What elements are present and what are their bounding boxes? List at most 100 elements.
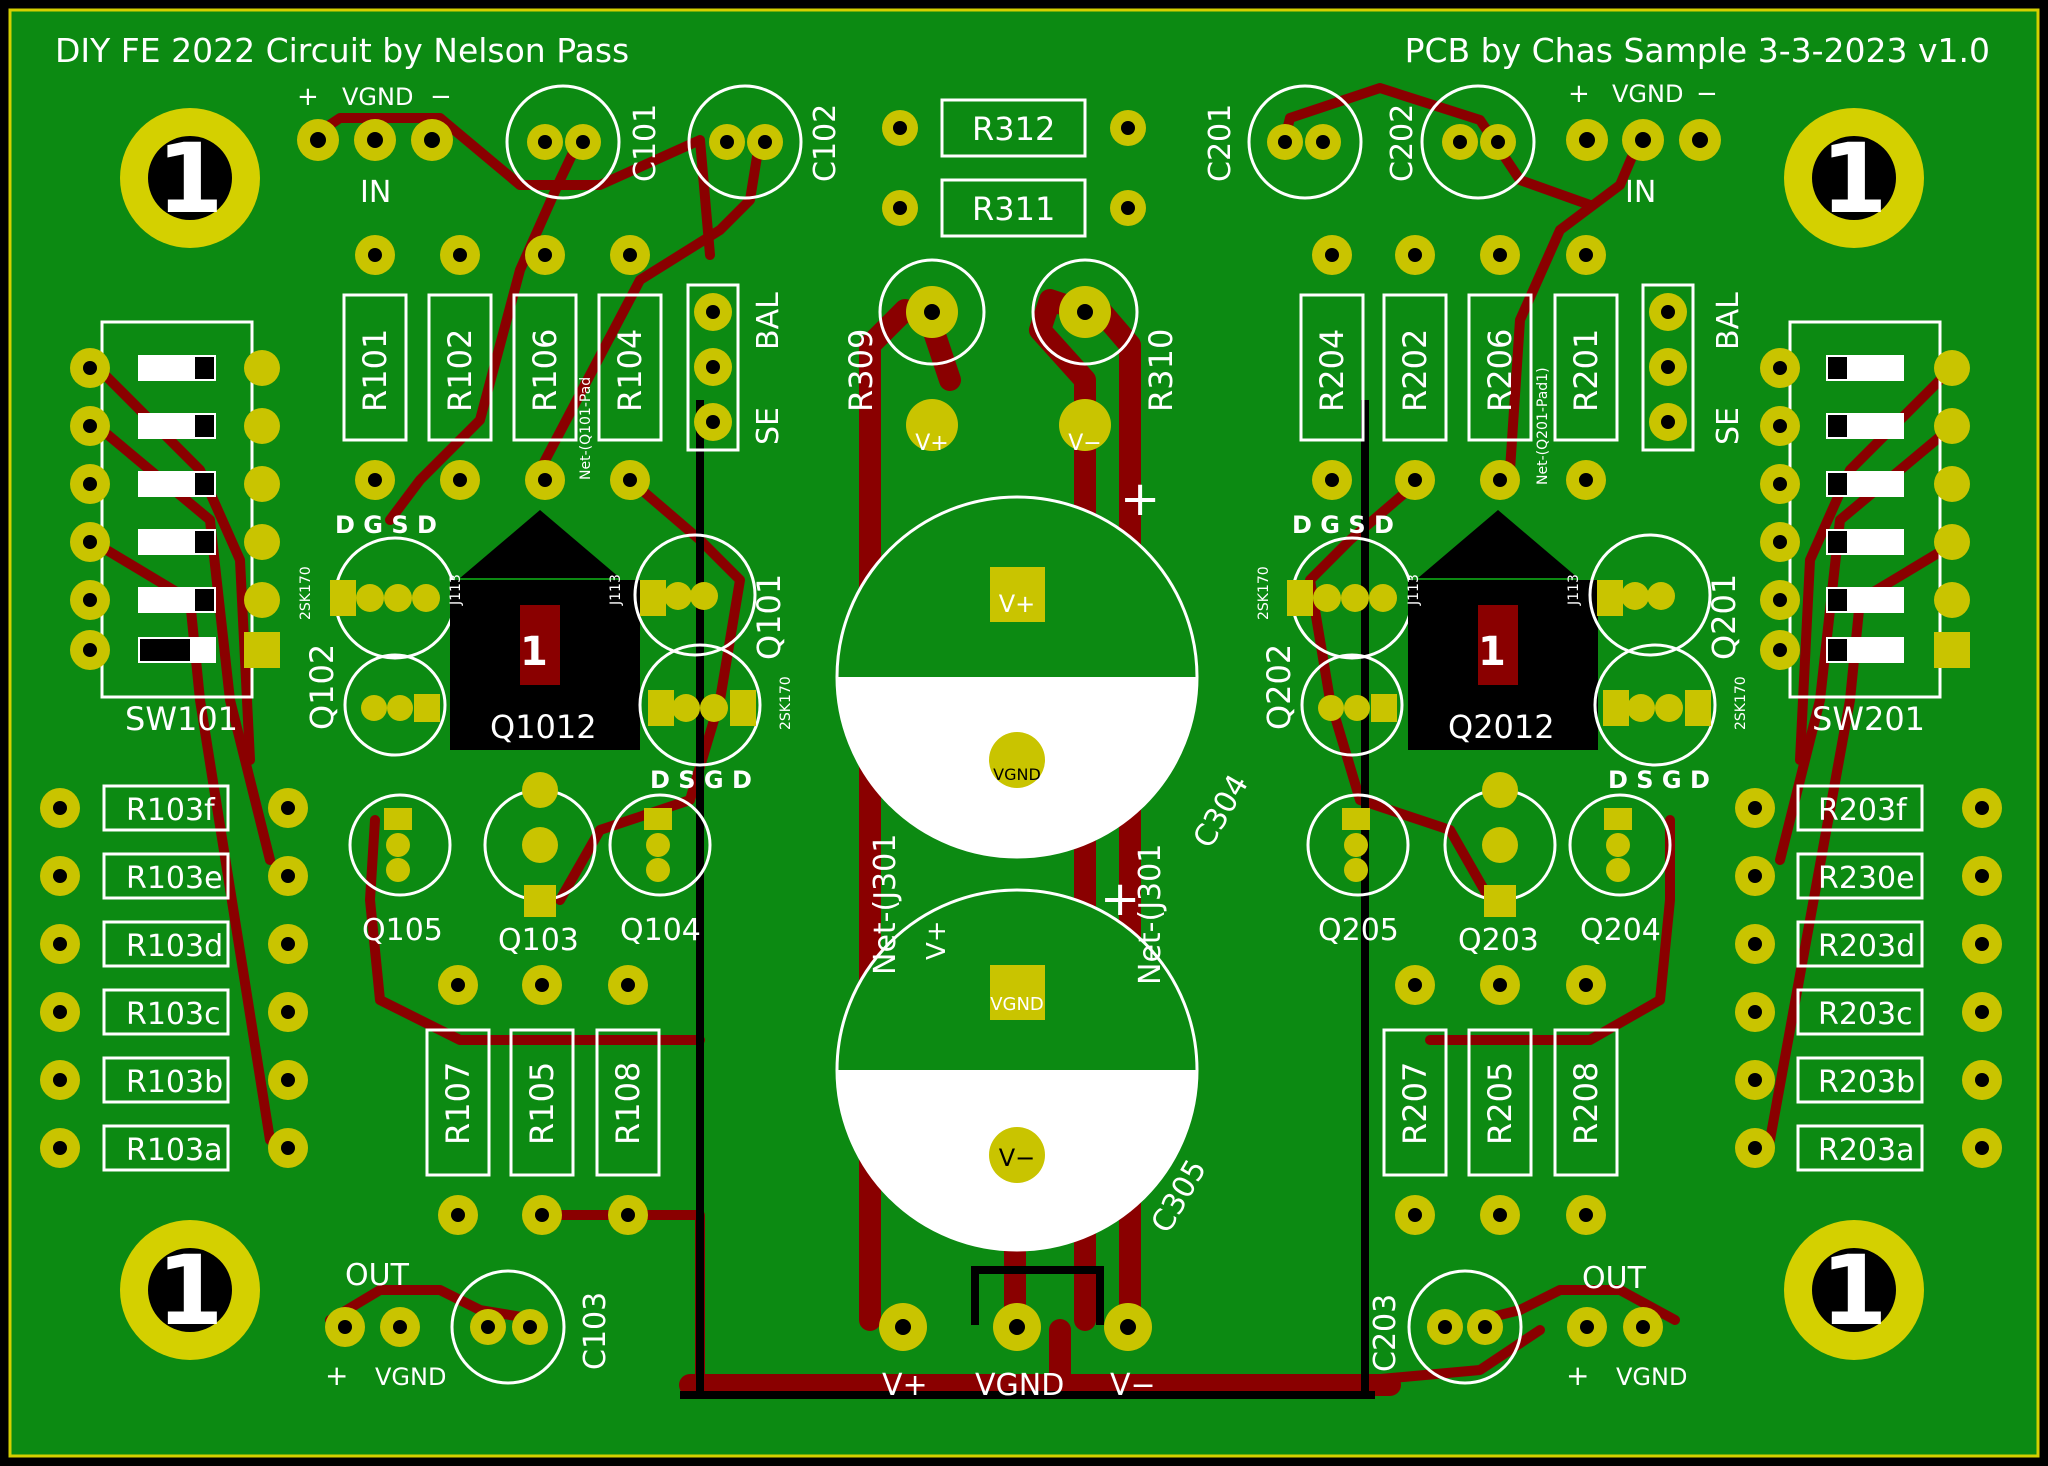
svg-text:V+: V+ [999,590,1036,618]
resistor-r203b: R203b [1735,1056,2002,1104]
resistor-r103c: R103c [40,988,308,1036]
svg-text:R309: R309 [842,329,880,412]
cap-c103: C103 [450,1269,613,1385]
mount-hole-bottom-right: 1 [1784,1220,1924,1360]
right-net-label: Net-(Q201-Pad1) [1535,367,1551,485]
power-input-connector[interactable]: V+ VGND V− [879,1303,1156,1403]
svg-text:+: + [297,82,319,112]
vplus-trace-label: V+ [922,920,952,960]
svg-text:2SK170: 2SK170 [1733,676,1749,730]
resistor-r103d: R103d [40,920,308,968]
svg-text:Q101: Q101 [750,574,788,660]
svg-text:1: 1 [157,123,224,235]
svg-text:1: 1 [157,1235,224,1347]
svg-text:D G S D: D G S D [1292,511,1394,539]
svg-text:C201: C201 [1203,104,1238,182]
resistor-r204: R204 [1299,235,1365,500]
svg-text:Q1012: Q1012 [490,708,597,746]
cap-c202: C202 [1385,84,1536,200]
svg-text:IN: IN [1625,175,1656,210]
cap-c305: VGND V− + C305 [835,871,1214,1252]
svg-text:SE: SE [751,407,786,445]
right-se-bal-jumper[interactable]: BAL SE [1641,283,1746,452]
svg-text:R203f: R203f [1818,793,1908,828]
resistor-r203d: R203d [1735,920,2002,968]
svg-text:R311: R311 [972,190,1055,228]
svg-text:V+: V+ [882,1368,928,1403]
svg-text:VGND: VGND [1612,80,1683,108]
cap-c101: C101 [505,84,663,200]
net-label-j301-right: Net-(J301 [1133,844,1168,985]
svg-text:R203a: R203a [1818,1133,1915,1168]
cap-c304: V+ VGND + C304 [835,471,1256,859]
svg-text:OUT: OUT [1582,1261,1647,1296]
net-label-j301-left: Net-(J301 [868,834,903,975]
svg-text:IN: IN [360,175,391,210]
svg-text:R230e: R230e [1818,861,1915,896]
svg-text:Q204: Q204 [1580,913,1661,948]
svg-text:Q202: Q202 [1260,644,1298,730]
svg-text:C103: C103 [578,1292,613,1370]
svg-text:Q203: Q203 [1458,923,1539,958]
resistor-r207: R207 [1382,965,1448,1235]
svg-text:R207: R207 [1396,1062,1434,1145]
svg-text:R208: R208 [1567,1062,1605,1145]
right-in-pads[interactable] [1566,119,1721,161]
resistor-r230e: R230e [1735,852,2002,900]
svg-text:R102: R102 [441,329,479,412]
svg-text:R103b: R103b [126,1065,223,1100]
resistor-r103e: R103e [40,852,308,900]
left-in-pads[interactable] [297,119,453,161]
svg-text:1: 1 [1478,629,1506,675]
resistor-r203a: R203a [1735,1124,2002,1172]
svg-text:V−: V− [999,1144,1036,1172]
svg-text:R310: R310 [1142,329,1180,412]
svg-text:Q201: Q201 [1705,574,1743,660]
resistor-r311: R311 [882,178,1146,238]
svg-text:VGND: VGND [990,994,1044,1015]
resistor-r203f: R203f [1735,784,2002,832]
right-out-header: OUT + VGND [1566,1261,1687,1392]
svg-text:C202: C202 [1385,104,1420,182]
svg-text:1: 1 [520,629,548,675]
svg-text:2SK170: 2SK170 [298,566,314,620]
svg-text:R103e: R103e [126,861,223,896]
svg-text:Q105: Q105 [362,913,443,948]
dip-switch-sw201[interactable]: SW201 [1760,320,1970,738]
right-resistor-array: R203f R230e R203d R203c R203b R203a [1735,784,2002,1172]
svg-text:R203c: R203c [1818,997,1913,1032]
svg-text:D S G D: D S G D [1608,766,1710,794]
left-resistor-array: R103f R103e R103d R103c R103b R103a [40,784,308,1172]
resistor-r203c: R203c [1735,988,2002,1036]
resistor-r108: R108 [595,965,661,1235]
left-in-header: + VGND − IN [297,82,452,210]
svg-text:BAL: BAL [1711,292,1746,350]
left-net-label: Net-(Q101-Pad [578,377,594,480]
resistor-r103a: R103a [40,1124,308,1172]
svg-text:R103d: R103d [126,929,223,964]
resistor-r101: R101 [342,235,408,500]
svg-text:R106: R106 [526,329,564,412]
mount-hole-top-right: 1 [1784,108,1924,248]
svg-text:R108: R108 [609,1062,647,1145]
cap-c201: C201 [1203,84,1363,200]
svg-text:Q205: Q205 [1318,913,1399,948]
svg-text:J113: J113 [608,574,624,606]
svg-text:BAL: BAL [751,292,786,350]
svg-text:C102: C102 [808,104,843,182]
svg-text:Q102: Q102 [303,644,341,730]
svg-text:OUT: OUT [345,1258,410,1293]
svg-text:VGND: VGND [993,765,1041,784]
left-se-bal-jumper[interactable]: BAL SE [686,283,786,452]
svg-text:R103c: R103c [126,997,221,1032]
resistor-r106: R106 [512,235,578,500]
svg-text:R107: R107 [439,1062,477,1145]
svg-text:R206: R206 [1481,329,1519,412]
ground-traces [680,400,1375,1399]
svg-text:R204: R204 [1313,329,1351,412]
left-out-header: OUT + VGND [325,1258,446,1392]
dip-switch-sw101[interactable]: SW101 [70,320,280,738]
svg-text:J113: J113 [1566,574,1582,606]
svg-text:J113: J113 [448,574,464,606]
svg-text:VGND: VGND [342,83,413,111]
